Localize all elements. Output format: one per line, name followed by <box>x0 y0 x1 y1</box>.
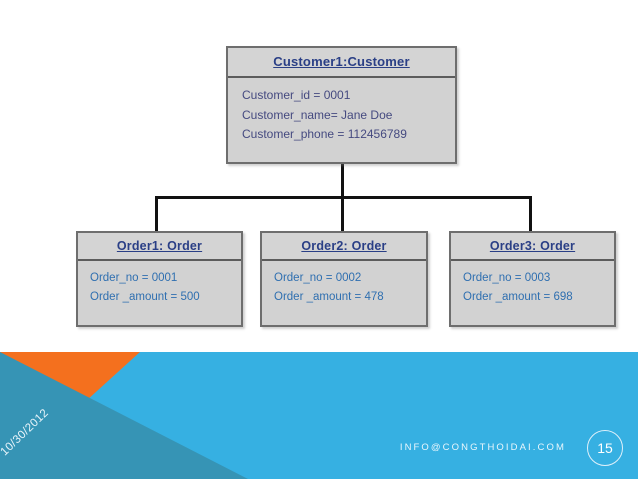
object-box-order1-title: Order1: Order <box>116 239 203 253</box>
object-box-order2[interactable]: Order2: Order Order_no = 0002 Order _amo… <box>260 231 428 327</box>
object-box-order2-header: Order2: Order <box>262 233 426 261</box>
attribute-row: Order_no = 0003 <box>463 272 551 284</box>
attribute-row: Order _amount = 698 <box>463 291 573 303</box>
connector-to-order1 <box>155 196 158 232</box>
object-box-customer1-attributes: Customer_id = 0001 Customer_name= Jane D… <box>228 78 455 145</box>
object-box-order3-header: Order3: Order <box>451 233 614 261</box>
attribute-row: Customer_id = 0001 <box>242 88 351 102</box>
object-box-customer1-title: Customer1:Customer <box>273 54 410 69</box>
page-number-badge: 15 <box>587 430 623 466</box>
object-box-order1-attributes: Order_no = 0001 Order _amount = 500 <box>78 261 241 307</box>
attribute-row: Order_no = 0002 <box>274 272 362 284</box>
object-box-customer1-header: Customer1:Customer <box>228 48 455 78</box>
object-box-order3-attributes: Order_no = 0003 Order _amount = 698 <box>451 261 614 307</box>
object-box-order2-attributes: Order_no = 0002 Order _amount = 478 <box>262 261 426 307</box>
object-box-order1-header: Order1: Order <box>78 233 241 261</box>
object-box-order3-title: Order3: Order <box>489 239 576 253</box>
attribute-row: Order_no = 0001 <box>90 272 178 284</box>
footer-teal-triangle <box>0 352 248 479</box>
footer-email: INFO@CONGTHOIDAI.COM <box>399 442 566 453</box>
object-box-customer1[interactable]: Customer1:Customer Customer_id = 0001 Cu… <box>226 46 457 164</box>
connector-horizontal-bus <box>155 196 532 199</box>
attribute-row: Order _amount = 500 <box>90 291 200 303</box>
object-box-order1[interactable]: Order1: Order Order_no = 0001 Order _amo… <box>76 231 243 327</box>
attribute-row: Customer_phone = 112456789 <box>242 127 407 141</box>
slide-footer-band: 10/30/2012 INFO@CONGTHOIDAI.COM 15 <box>0 352 638 479</box>
object-box-order2-title: Order2: Order <box>301 239 387 253</box>
attribute-row: Order _amount = 478 <box>274 291 384 303</box>
attribute-row: Customer_name= Jane Doe <box>242 107 393 122</box>
connector-to-order3 <box>529 196 532 232</box>
object-box-order3[interactable]: Order3: Order Order_no = 0003 Order _amo… <box>449 231 616 327</box>
